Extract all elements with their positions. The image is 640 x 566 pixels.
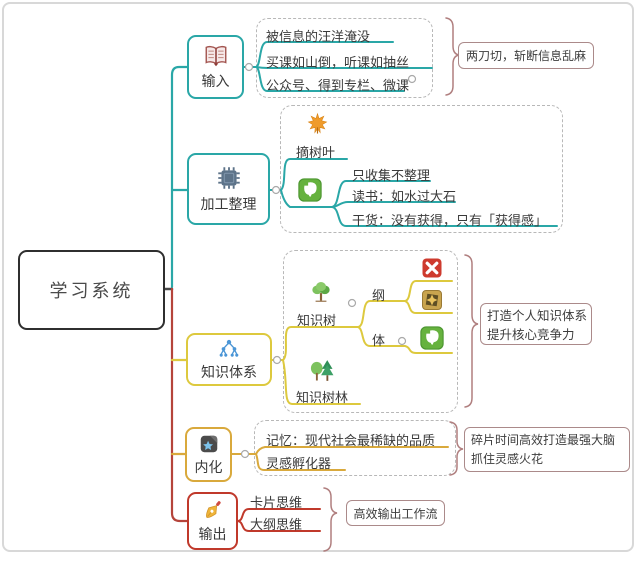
- collapse-toggle[interactable]: [240, 449, 250, 459]
- callout-internalize[interactable]: 碎片时间高效打造最强大脑 抓住灵感火花: [464, 427, 630, 472]
- branch-node-knowledge[interactable]: 知识体系: [186, 333, 272, 386]
- topic-item[interactable]: 知识树林: [296, 391, 349, 406]
- callout-line: 打造个人知识体系: [487, 308, 588, 323]
- branch-label-input: 输入: [201, 74, 230, 90]
- callout-output[interactable]: 高效输出工作流: [346, 500, 445, 526]
- callout-line: 抓住灵感火花: [471, 452, 544, 466]
- evernote-icon: [296, 176, 324, 204]
- callout-knowledge[interactable]: 打造个人知识体系 提升核心竞争力: [480, 303, 592, 345]
- topic-item[interactable]: 记忆：现代社会最稀缺的品质: [266, 434, 436, 449]
- topic-item[interactable]: 读书：如水过大石: [352, 190, 457, 205]
- root-label: 学习系统: [49, 281, 134, 302]
- branch-label-output: 输出: [198, 527, 227, 543]
- callout-line: 碎片时间高效打造最强大脑: [471, 433, 616, 447]
- group-box-internalize: [254, 420, 456, 476]
- xmind-icon: [420, 256, 444, 280]
- topic-item[interactable]: 卡片思维: [250, 496, 303, 511]
- collapse-toggle[interactable]: [347, 298, 357, 308]
- evernote-icon: [418, 324, 446, 352]
- tree-icon: [308, 279, 334, 305]
- collapse-toggle[interactable]: [271, 185, 281, 195]
- gold-star-app-icon: [420, 288, 444, 312]
- topic-item[interactable]: 干货：没有获得，只有「获得感」: [352, 214, 548, 229]
- branch-label-process: 加工整理: [200, 197, 257, 213]
- open-book-icon: [203, 43, 229, 69]
- topic-item[interactable]: 体: [372, 334, 386, 349]
- chip-icon: [215, 164, 243, 192]
- branch-node-process[interactable]: 加工整理: [187, 153, 270, 225]
- branch-node-output[interactable]: 输出: [187, 492, 238, 550]
- group-box-input: [256, 18, 433, 98]
- topic-item[interactable]: 被信息的汪洋淹没: [266, 30, 371, 45]
- root-topic[interactable]: 学习系统: [18, 250, 165, 330]
- collapse-toggle[interactable]: [272, 355, 282, 365]
- image-frame: [2, 2, 634, 552]
- branch-label-internalize: 内化: [194, 459, 223, 476]
- group-box-knowledge: [283, 250, 458, 413]
- forest-icon: [308, 356, 336, 384]
- pen-nib-icon: [201, 498, 225, 522]
- branch-node-input[interactable]: 输入: [187, 35, 244, 99]
- maple-leaf-icon: [306, 112, 329, 135]
- topic-item[interactable]: 纲: [372, 289, 386, 304]
- topic-item[interactable]: 大纲思维: [250, 518, 303, 533]
- tree-diagram-icon: [218, 338, 240, 360]
- topic-item[interactable]: 知识树: [297, 314, 337, 329]
- collapse-toggle[interactable]: [244, 62, 254, 72]
- topic-item[interactable]: 只收集不整理: [352, 169, 431, 184]
- topic-item[interactable]: 买课如山倒，听课如抽丝: [266, 56, 410, 71]
- callout-input[interactable]: 两刀切，斩断信息乱麻: [458, 42, 594, 69]
- branch-label-knowledge: 知识体系: [201, 364, 257, 381]
- blue-star-app-icon: [198, 433, 220, 455]
- collapse-toggle[interactable]: [407, 74, 417, 84]
- topic-item[interactable]: 灵感孵化器: [266, 457, 332, 472]
- branch-node-internalize[interactable]: 内化: [185, 427, 232, 482]
- callout-line: 提升核心竞争力: [487, 327, 575, 342]
- group-box-process: [280, 105, 563, 233]
- topic-item[interactable]: 公众号、得到专栏、微课: [266, 79, 410, 94]
- collapse-toggle[interactable]: [397, 336, 407, 346]
- topic-item[interactable]: 摘树叶: [296, 146, 336, 161]
